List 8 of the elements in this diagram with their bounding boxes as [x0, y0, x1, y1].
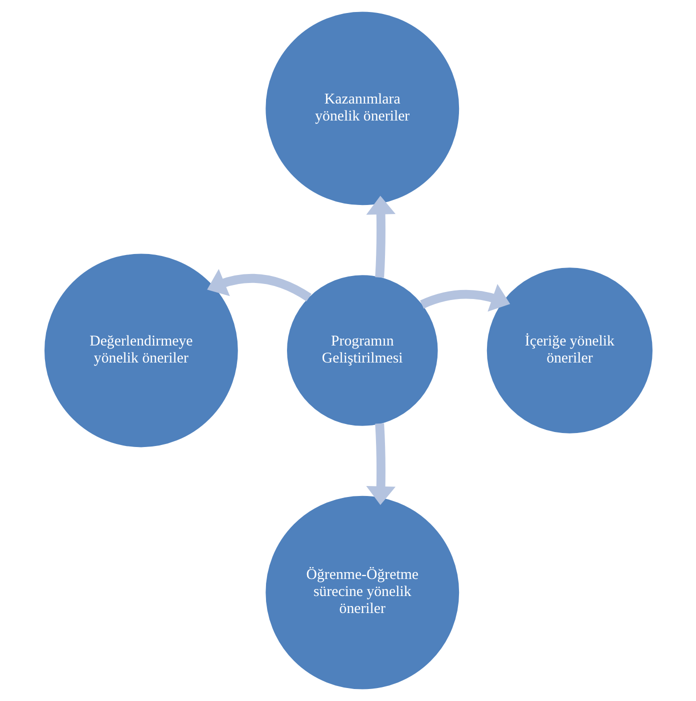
node-circle: Programın Geliştirilmesi — [286, 275, 438, 426]
node-circle: Öğrenme-Öğretme sürecine yönelik öneriler — [265, 496, 459, 690]
arrow — [206, 268, 311, 302]
arrow — [420, 284, 510, 312]
arrow — [366, 196, 396, 278]
node-circle: Değerlendirmeye yönelik öneriler — [44, 254, 238, 448]
arrow — [366, 423, 396, 505]
node-circle: Kazanımlara yönelik öneriler — [265, 12, 459, 206]
